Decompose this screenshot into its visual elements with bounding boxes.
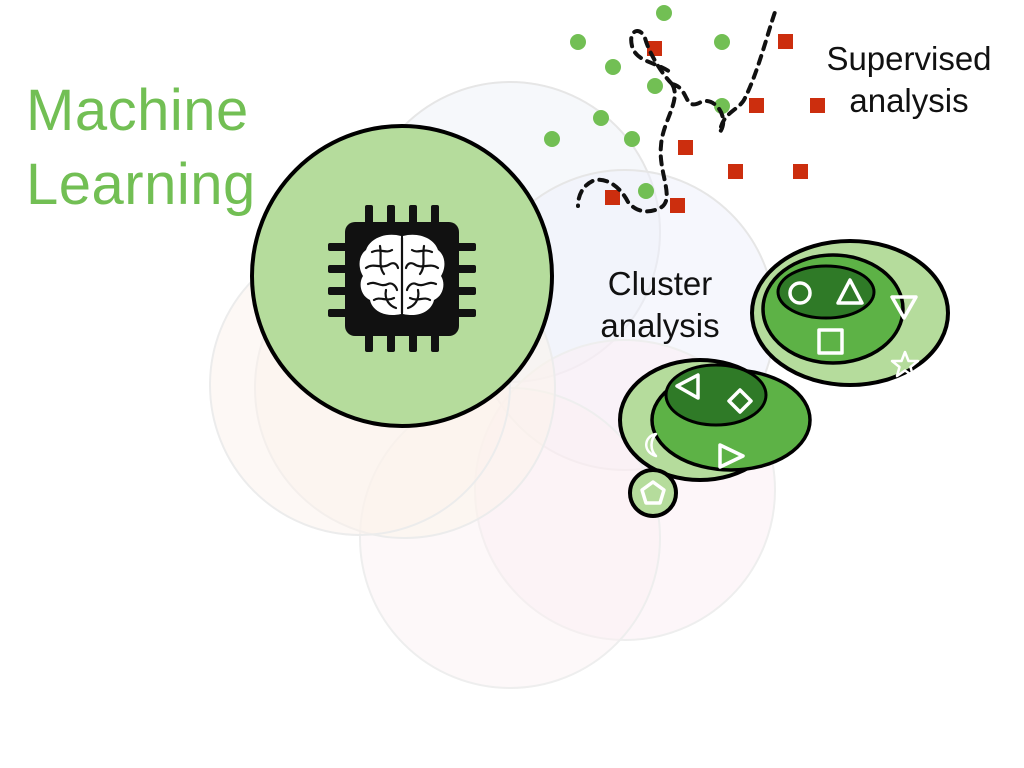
triangle-down-shape-icon <box>890 295 918 320</box>
green-circle-point <box>624 131 640 147</box>
red-square-point <box>670 198 685 213</box>
red-square-point <box>793 164 808 179</box>
title-line-2: Learning <box>26 152 256 217</box>
cluster-ellipse-inner <box>776 264 876 320</box>
triangle-up-shape-icon <box>836 278 864 305</box>
circle-shape-icon <box>788 281 812 305</box>
moon-shape-icon <box>645 432 658 458</box>
supervised-label-line-1: Supervised <box>826 40 992 77</box>
cluster-group-lower <box>618 358 812 518</box>
supervised-points <box>544 5 825 214</box>
pentagon-shape-icon <box>640 480 666 505</box>
cluster-ellipse-inner <box>664 363 768 427</box>
cluster-label-line-2: analysis <box>600 307 720 344</box>
cluster-small-circle <box>628 468 678 518</box>
supervised-label-line-2: analysis <box>849 82 969 119</box>
red-square-point <box>810 98 825 113</box>
green-circle-point <box>647 78 663 94</box>
triangle-left-shape-icon <box>675 373 700 400</box>
square-shape-icon <box>817 328 844 355</box>
red-square-point <box>605 190 620 205</box>
star-shape-icon <box>890 350 920 378</box>
red-square-point <box>778 34 793 49</box>
diamond-shape-icon <box>727 388 753 414</box>
cluster-label-line-1: Cluster <box>607 265 713 302</box>
green-circle-point <box>593 110 609 126</box>
green-circle-point <box>656 5 672 21</box>
green-circle-point <box>714 34 730 50</box>
green-circle-points <box>544 5 730 199</box>
red-square-point <box>749 98 764 113</box>
red-square-point <box>678 140 693 155</box>
red-square-point <box>728 164 743 179</box>
green-circle-point <box>605 59 621 75</box>
decision-boundary <box>576 10 777 214</box>
cluster-group-upper <box>750 239 950 387</box>
green-circle-point <box>570 34 586 50</box>
green-circle-point <box>544 131 560 147</box>
green-circle-point <box>638 183 654 199</box>
title-line-1: Machine <box>26 78 249 143</box>
triangle-right-shape-icon <box>718 443 745 469</box>
chip-brain-icon <box>328 205 476 352</box>
